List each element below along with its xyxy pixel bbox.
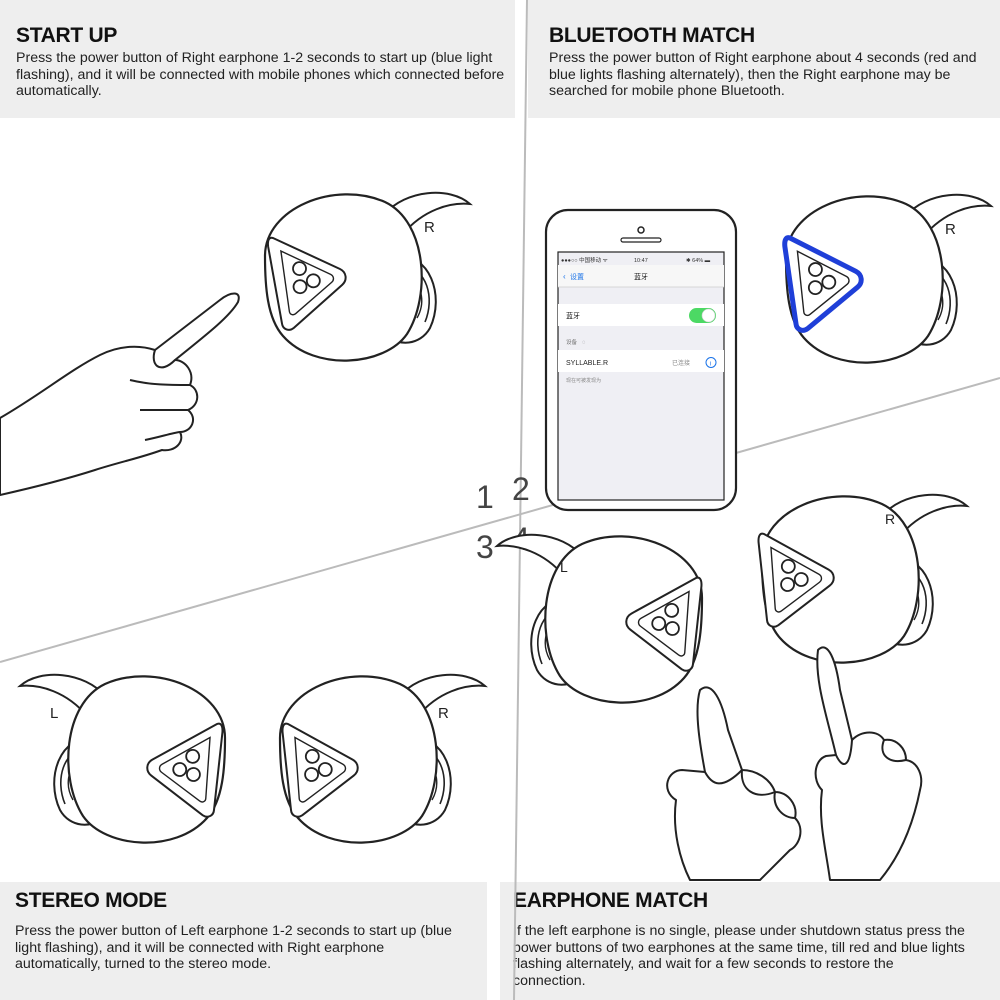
phone-back-label: 设置 — [570, 272, 584, 281]
left-label-l-2: L — [560, 559, 568, 575]
right-label-r-2: R — [945, 221, 956, 238]
earphone-match-description: If the left earphone is no single, pleas… — [513, 923, 965, 989]
step-number-3: 3 — [476, 529, 494, 565]
svg-text:i: i — [710, 361, 711, 368]
phone-bluetooth-label: 蓝牙 — [566, 311, 580, 320]
right-label-r: R — [424, 219, 435, 236]
phone-screen-title: 蓝牙 — [634, 272, 648, 281]
phone-device-name: SYLLABLE.R — [566, 360, 608, 367]
phone-device-status: 已连接 — [672, 359, 690, 367]
pointing-hand-icon — [0, 292, 240, 496]
panel-earphone-match: EARPHONE MATCH If the left earphone is n… — [500, 882, 1000, 1000]
stereo-mode-title: STEREO MODE — [15, 889, 167, 912]
phone-time: 10:47 — [634, 258, 648, 264]
right-earphone-stereo — [278, 673, 487, 844]
bluetooth-match-title: BLUETOOTH MATCH — [549, 24, 755, 47]
right-label-r-3: R — [438, 705, 449, 722]
panel-stereo-mode: STEREO MODE Press the power button of Le… — [0, 882, 487, 1000]
right-pointing-hand-icon — [814, 646, 923, 881]
phone-footer-note: 现在可被发现为 — [566, 377, 601, 384]
stereo-mode-description: Press the power button of Left earphone … — [15, 923, 452, 972]
phone-carrier: ●●●○○ 中国移动 ᯤ — [561, 256, 609, 264]
right-earphone-bluetooth: R — [782, 193, 993, 364]
bluetooth-match-description: Press the power button of Right earphone… — [549, 50, 977, 99]
start-up-title: START UP — [16, 24, 118, 47]
left-pointing-hand-icon — [666, 686, 802, 881]
right-earphone-start-up: R — [263, 191, 472, 362]
right-label-r-4: R — [885, 511, 895, 527]
right-earphone-match — [756, 493, 969, 664]
blue-led-ring — [782, 235, 864, 333]
start-up-description: Press the power button of Right earphone… — [16, 50, 505, 99]
info-icon — [705, 357, 717, 368]
left-label-l: L — [50, 705, 58, 722]
loading-spinner-icon: ◌ — [582, 340, 586, 346]
left-earphone-match — [495, 533, 704, 704]
left-earphone-stereo — [18, 673, 227, 844]
step-number-2: 2 — [512, 471, 530, 507]
phone-back-chevron-icon: ‹ — [563, 272, 566, 281]
panel-start-up: START UP Press the power button of Right… — [0, 0, 515, 118]
step-number-1: 1 — [476, 479, 494, 515]
phone-devices-label: 设备 — [566, 338, 578, 346]
phone-battery: ✱ 64% ▬ — [686, 257, 711, 264]
diagonal-divider — [0, 377, 1000, 663]
vertical-divider — [513, 0, 528, 1000]
smartphone: ●●●○○ 中国移动 ᯤ 10:47 ✱ 64% ▬ ‹ 设置 蓝牙 蓝牙 设备… — [544, 208, 738, 512]
panel-bluetooth-match: BLUETOOTH MATCH Press the power button o… — [528, 0, 1000, 118]
earphone-match-title: EARPHONE MATCH — [513, 889, 708, 912]
